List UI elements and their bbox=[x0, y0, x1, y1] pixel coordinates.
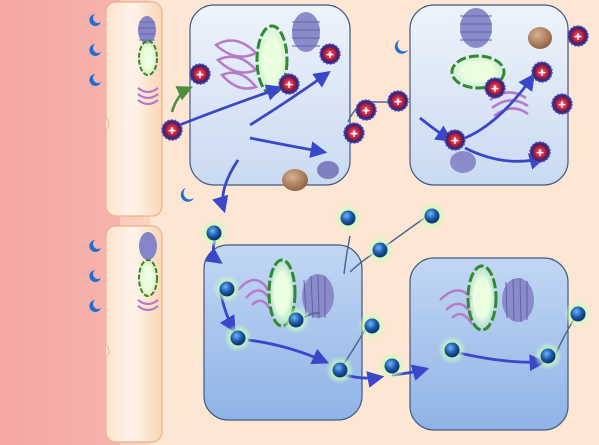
positive-particle-symbol: + bbox=[325, 48, 334, 61]
flow-arrow-icon bbox=[170, 86, 193, 113]
flow-arrow-icon bbox=[212, 159, 240, 214]
positive-particle: + bbox=[551, 93, 573, 115]
positive-particle-symbol: + bbox=[557, 98, 566, 111]
negative-particle bbox=[213, 275, 241, 303]
positive-particle-symbol: + bbox=[535, 146, 544, 159]
receptor-crescent-icon bbox=[89, 14, 101, 26]
negative-particle bbox=[418, 202, 446, 230]
negative-particle bbox=[282, 306, 310, 334]
receptor-crescent-icon bbox=[89, 300, 101, 312]
receptor-crescent-icon bbox=[89, 240, 101, 252]
mitochondria-icon bbox=[282, 169, 308, 191]
er-icon bbox=[502, 277, 534, 323]
positive-particle: + bbox=[189, 63, 211, 85]
er-icon bbox=[139, 232, 157, 260]
positive-particle: + bbox=[531, 61, 553, 83]
membrane-band-shade bbox=[0, 0, 120, 445]
positive-particle: + bbox=[567, 25, 589, 47]
positive-particle-symbol: + bbox=[195, 68, 204, 81]
flow-arrow-icon bbox=[249, 136, 328, 158]
receptor-crescents-left bbox=[89, 14, 101, 312]
positive-particle-symbol: + bbox=[167, 124, 176, 137]
er-icon bbox=[317, 161, 339, 179]
receptor-crescent-icon bbox=[89, 270, 101, 282]
positive-particle: + bbox=[444, 129, 466, 151]
receptor-crescent-icon bbox=[89, 74, 101, 86]
negative-particle bbox=[378, 352, 406, 380]
receptor-crescent-icon bbox=[180, 188, 194, 202]
positive-particle: + bbox=[529, 141, 551, 163]
mitochondria-icon bbox=[528, 27, 552, 49]
nucleus-icon bbox=[138, 40, 158, 76]
negative-particle bbox=[438, 336, 466, 364]
positive-particle-symbol: + bbox=[537, 66, 546, 79]
er-icon bbox=[138, 16, 156, 44]
cell-bottom-left bbox=[203, 244, 363, 421]
positive-particle-symbol: + bbox=[349, 127, 358, 140]
cell-top-middle bbox=[189, 4, 351, 191]
receptor-crescent-icon bbox=[89, 44, 101, 56]
positive-particle-symbol: + bbox=[284, 78, 293, 91]
golgi-icon bbox=[137, 299, 159, 312]
positive-particle-symbol: + bbox=[450, 134, 459, 147]
particle-layer: +++++++++++++ bbox=[161, 25, 592, 384]
negative-particle bbox=[564, 300, 592, 328]
positive-particle-symbol: + bbox=[393, 95, 402, 108]
cell-bottom-right bbox=[409, 257, 569, 431]
er-icon bbox=[450, 151, 476, 173]
flow-arrow-icon bbox=[464, 73, 535, 140]
positive-particle: + bbox=[278, 73, 300, 95]
column-cell-top bbox=[105, 1, 163, 217]
negative-particle bbox=[224, 324, 252, 352]
positive-particle-symbol: + bbox=[490, 82, 499, 95]
er-icon bbox=[302, 274, 334, 319]
positive-particle: + bbox=[343, 122, 365, 144]
positive-particle: + bbox=[355, 99, 377, 121]
receptor-crescent-icon bbox=[394, 40, 408, 54]
nucleus-icon bbox=[138, 259, 158, 297]
negative-particle bbox=[534, 342, 562, 370]
positive-particle: + bbox=[319, 43, 341, 65]
positive-particle-symbol: + bbox=[573, 30, 582, 43]
negative-particle bbox=[366, 236, 394, 264]
positive-particle: + bbox=[161, 119, 183, 141]
er-icon bbox=[460, 8, 492, 48]
negative-particle bbox=[326, 356, 354, 384]
er-icon bbox=[292, 12, 320, 52]
negative-particle bbox=[358, 312, 386, 340]
positive-particle: + bbox=[387, 90, 409, 112]
nucleus-icon bbox=[466, 264, 498, 332]
flow-arrow-icon bbox=[249, 71, 331, 127]
flow-arrow-icon bbox=[247, 338, 330, 365]
column-cell-bottom bbox=[105, 225, 163, 443]
positive-particle-symbol: + bbox=[361, 104, 370, 117]
golgi-icon bbox=[137, 87, 159, 106]
positive-particle: + bbox=[484, 77, 506, 99]
flow-arrow-icon bbox=[171, 84, 284, 130]
negative-particle bbox=[200, 219, 228, 247]
negative-particle bbox=[334, 204, 362, 232]
